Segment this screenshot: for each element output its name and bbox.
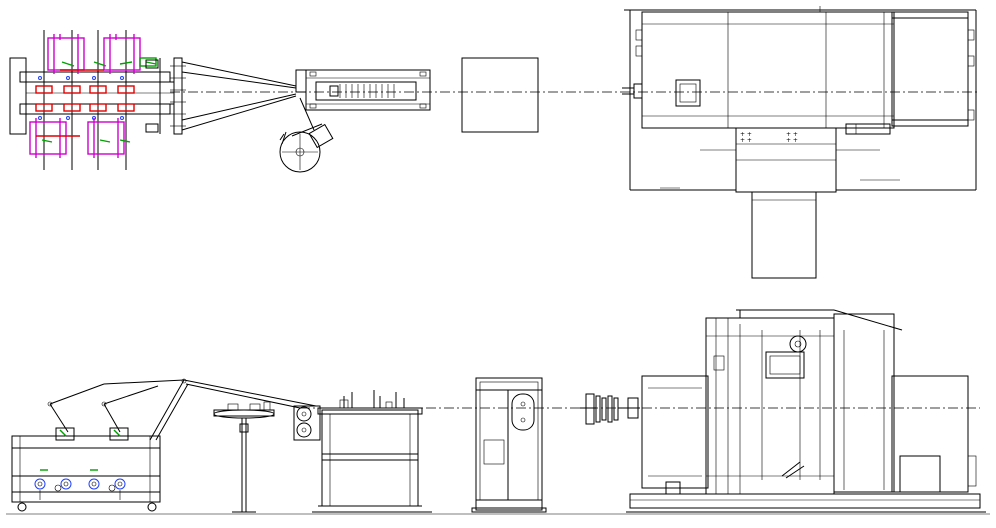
wire-guide-fan — [170, 57, 297, 135]
control-cabinet-plan — [461, 57, 539, 133]
taping-head-elevation — [293, 405, 321, 441]
takeup-machine-elevation — [626, 309, 986, 513]
tension-arms — [41, 57, 157, 143]
top-plan-view: + + + + + + + + — [9, 6, 980, 279]
taping-head-plan — [279, 97, 334, 173]
svg-text:+ +: + + — [740, 137, 752, 144]
svg-text:+ +: + + — [786, 131, 798, 138]
svg-text:+ +: + + — [786, 137, 798, 144]
payoff-creel-plan — [9, 30, 175, 170]
takeup-machine-plan: + + + + + + + + — [622, 6, 977, 279]
control-cabinet-elevation — [471, 377, 547, 513]
fasteners — [38, 76, 124, 120]
side-elevation-view — [6, 309, 990, 515]
payoff-creel-elevation — [11, 383, 161, 512]
mount-bolts: + + + + + + + + — [740, 131, 798, 144]
die-box-elevation — [312, 390, 432, 513]
guide-boom-elevation — [103, 378, 317, 441]
spool-frames — [29, 34, 141, 158]
die-box-plan — [295, 69, 431, 111]
svg-text:+ +: + + — [740, 131, 752, 138]
capstan-elevation — [580, 393, 640, 425]
wire-guide-table — [213, 401, 275, 513]
spool-cores — [35, 69, 135, 137]
